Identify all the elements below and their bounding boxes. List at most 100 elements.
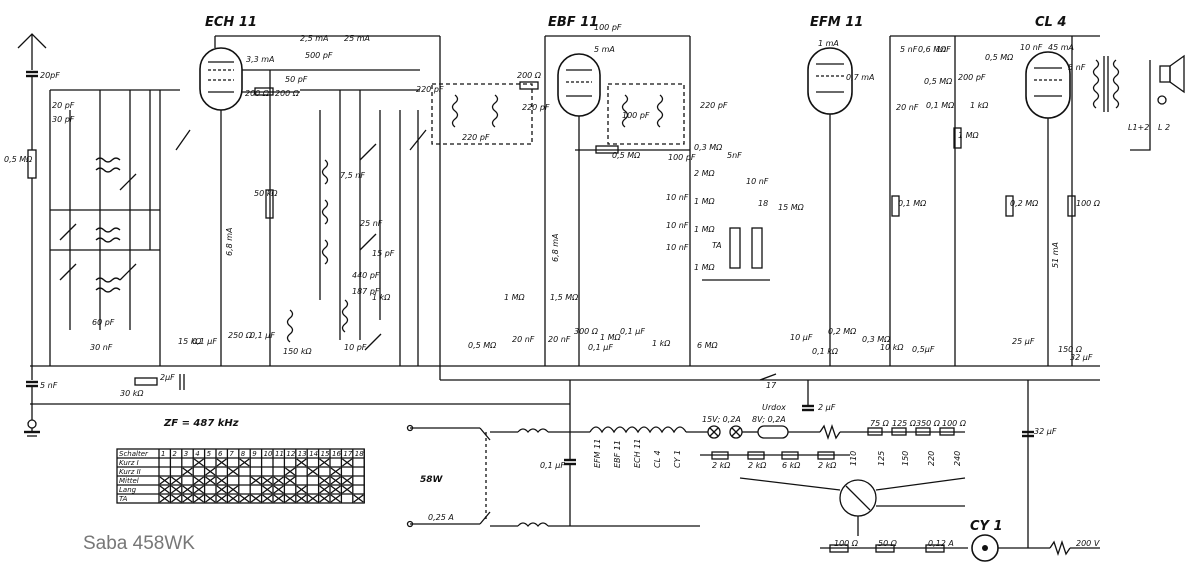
switch-closed-mark (330, 467, 341, 476)
switch-closed-mark (330, 494, 341, 503)
urdox-rating: 8V; 0,2A (752, 415, 786, 424)
mains-tap-220: 220 (927, 451, 936, 466)
antenna-capacitor (26, 70, 38, 150)
cl4-c10-label: 10 nF (1020, 43, 1043, 52)
switch-table-header: Schalter (119, 450, 149, 458)
switch-closed-mark (250, 476, 261, 485)
ebf11-r6m-label: 6 MΩ (697, 341, 719, 350)
switch-column-number: 5 (207, 450, 212, 458)
efm11-r06-label: 0,6 MΩ (918, 45, 947, 54)
switch-closed-mark (159, 485, 170, 494)
efm11-c20nf-label: 20 nF (896, 103, 919, 112)
if-transformer-2 (607, 83, 685, 145)
band-cap-30pf: 30 pF (52, 115, 75, 124)
ech11-c01-label: 0,1 μF (192, 337, 217, 346)
ps-fuse-label: 0,12 A (928, 539, 954, 548)
switch-column-number: 8 (241, 450, 246, 458)
heater-label-ech11: ECH 11 (633, 439, 642, 468)
band-cap-60pf: 60 pF (92, 318, 115, 327)
cl4-c32-label: 32 μF (1070, 353, 1093, 362)
osc-r1k-label: 1 kΩ (372, 293, 391, 302)
ebf11-r300-label: 300 Ω (574, 327, 599, 336)
switch-closed-mark (319, 458, 330, 467)
switch-closed-mark (342, 458, 353, 467)
osc-c10-label: 10 pF (344, 343, 367, 352)
switch-closed-mark (330, 476, 341, 485)
ps-r125-label: 125 Ω (892, 419, 917, 428)
ebf11-c100b-label: 100 pF (622, 111, 650, 120)
ebf11-c220-label: 220 pF (700, 101, 728, 110)
mains-fuse: 0,25 A (428, 513, 454, 522)
ech11-r15k-label: 15 kΩ (178, 337, 202, 346)
ech11-grid-current: 3,3 mA (246, 55, 275, 64)
efm11-r1k-label: 1 kΩ (970, 101, 989, 110)
if1-c220c-label: 220 pF (522, 103, 550, 112)
switch-closed-mark (182, 467, 193, 476)
cl4-c5-label: 5 nF (1068, 63, 1086, 72)
switch-closed-mark (228, 485, 239, 494)
switch-column-number: 18 (355, 450, 364, 458)
ebf11-r1k-label: 1 kΩ (652, 339, 671, 348)
ebf11-c20nf-b-label: 20 nF (548, 335, 571, 344)
ta-input-coils (702, 227, 770, 281)
urdox-label: Urdox (762, 403, 786, 412)
cl4-r150-label: 150 Ω (1058, 345, 1083, 354)
tube-label-ech11: ECH 11 (205, 15, 257, 30)
switch-closed-mark (273, 476, 284, 485)
ech11-choke (286, 309, 294, 343)
tube-ebf11 (544, 36, 601, 366)
heater-chain (589, 423, 965, 441)
ebf11-c10nf-d-label: 10 nF (746, 177, 769, 186)
switch-column-number: 3 (184, 450, 188, 458)
ebf11-c100-label: 100 pF (594, 23, 622, 32)
tube-ech11 (199, 36, 243, 366)
ps-r350-label: 350 Ω (916, 419, 941, 428)
efm11-r01-label: 0,1 kΩ (812, 347, 839, 356)
switch-column-number: 4 (195, 450, 199, 458)
switch-closed-mark (228, 494, 239, 503)
efm11-r10k-label: 10 kΩ (880, 343, 904, 352)
switch-closed-mark (216, 458, 227, 467)
ps-r2k-b-label: 2 kΩ (748, 461, 767, 470)
ebf11-r1m-c-label: 1 MΩ (694, 263, 716, 272)
ebf11-r2m-label: 2 MΩ (694, 169, 716, 178)
switch-closed-mark (171, 476, 182, 485)
tube-label-efm11: EFM 11 (810, 15, 863, 30)
output-transformer (1092, 56, 1120, 112)
tube-label-cl4: CL 4 (1035, 15, 1066, 30)
earth-symbol (24, 419, 40, 437)
ps-r50-label: 50 Ω (878, 539, 898, 548)
heater-label-cy1: CY 1 (673, 450, 682, 468)
ps-r100-label: 100 Ω (942, 419, 967, 428)
b-plus-rail (215, 35, 1100, 381)
switch-row-label: Kurz I (119, 459, 139, 467)
switch-closed-mark (273, 485, 284, 494)
band-coils-left (49, 89, 191, 366)
model-caption: Saba 458WK (83, 533, 195, 554)
osc-c440-label: 440 pF (352, 271, 380, 280)
ech11-r150k-label: 150 kΩ (283, 347, 312, 356)
switch-closed-mark (216, 494, 227, 503)
oscillator-section (300, 89, 427, 366)
ebf11-r05m-label: 0,5 MΩ (468, 341, 497, 350)
switch-18-label: 18 (758, 199, 768, 208)
efm11-c10-label: 10 μF (790, 333, 813, 342)
cap-2uf-label: 2μF (160, 373, 175, 382)
voltage-selector[interactable] (739, 477, 966, 536)
cl4-r100-label: 100 Ω (1076, 199, 1101, 208)
switch-closed-mark (285, 467, 296, 476)
switch-closed-mark (239, 458, 250, 467)
switch-closed-mark (250, 494, 261, 503)
ebf11-r15-label: 1,5 MΩ (550, 293, 579, 302)
switch-closed-mark (330, 485, 341, 494)
switch-closed-mark (262, 485, 273, 494)
switch-closed-mark (262, 476, 273, 485)
efm11-c5nf-label: 5 nF (900, 45, 918, 54)
switch-row-label: Lang (119, 486, 137, 494)
switch-17-label: 17 (766, 381, 777, 390)
switch-closed-mark (296, 458, 307, 467)
switch-closed-mark (342, 485, 353, 494)
osc-c75-label: 7,5 nF (340, 171, 365, 180)
switch-closed-mark (193, 494, 204, 503)
